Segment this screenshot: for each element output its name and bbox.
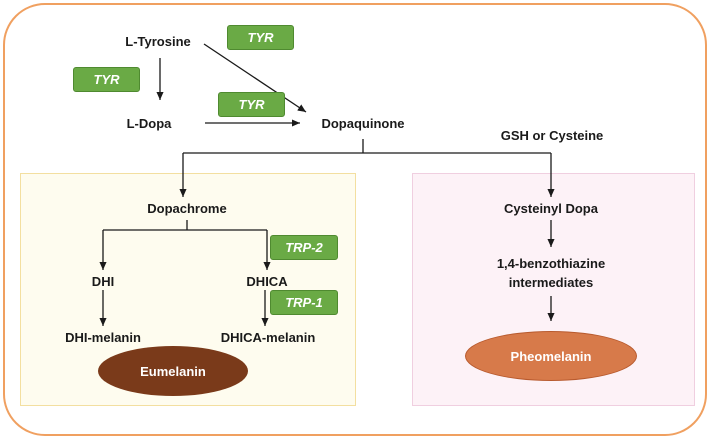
pheomelanin-label: Pheomelanin <box>510 348 592 364</box>
outer-frame <box>3 3 707 436</box>
enzyme-tyr-middle: TYR <box>218 92 285 117</box>
node-dhica: DHICA <box>246 274 288 289</box>
node-dopaquinone: Dopaquinone <box>321 116 405 131</box>
node-dhica-melanin: DHICA-melanin <box>220 330 316 345</box>
node-l-dopa: L-Dopa <box>126 116 172 131</box>
node-benzothiazine-line2: intermediates <box>508 275 594 290</box>
enzyme-trp-1: TRP-1 <box>270 290 338 315</box>
product-pheomelanin: Pheomelanin <box>465 331 637 381</box>
enzyme-trp-2: TRP-2 <box>270 235 338 260</box>
enzyme-tyr-left: TYR <box>73 67 140 92</box>
node-dhi-melanin: DHI-melanin <box>65 330 141 345</box>
eumelanin-label: Eumelanin <box>140 363 206 379</box>
node-dopachrome: Dopachrome <box>147 201 227 216</box>
node-dhi: DHI <box>91 274 115 289</box>
enzyme-tyr-top: TYR <box>227 25 294 50</box>
node-l-tyrosine: L-Tyrosine <box>125 34 191 49</box>
product-eumelanin: Eumelanin <box>98 346 248 396</box>
arrow-tyrosine-to-dopaquinone <box>203 43 307 113</box>
node-cysteinyl-dopa: Cysteinyl Dopa <box>504 201 598 216</box>
node-gsh-or-cysteine: GSH or Cysteine <box>500 128 604 143</box>
node-benzothiazine-line1: 1,4-benzothiazine <box>496 256 606 271</box>
